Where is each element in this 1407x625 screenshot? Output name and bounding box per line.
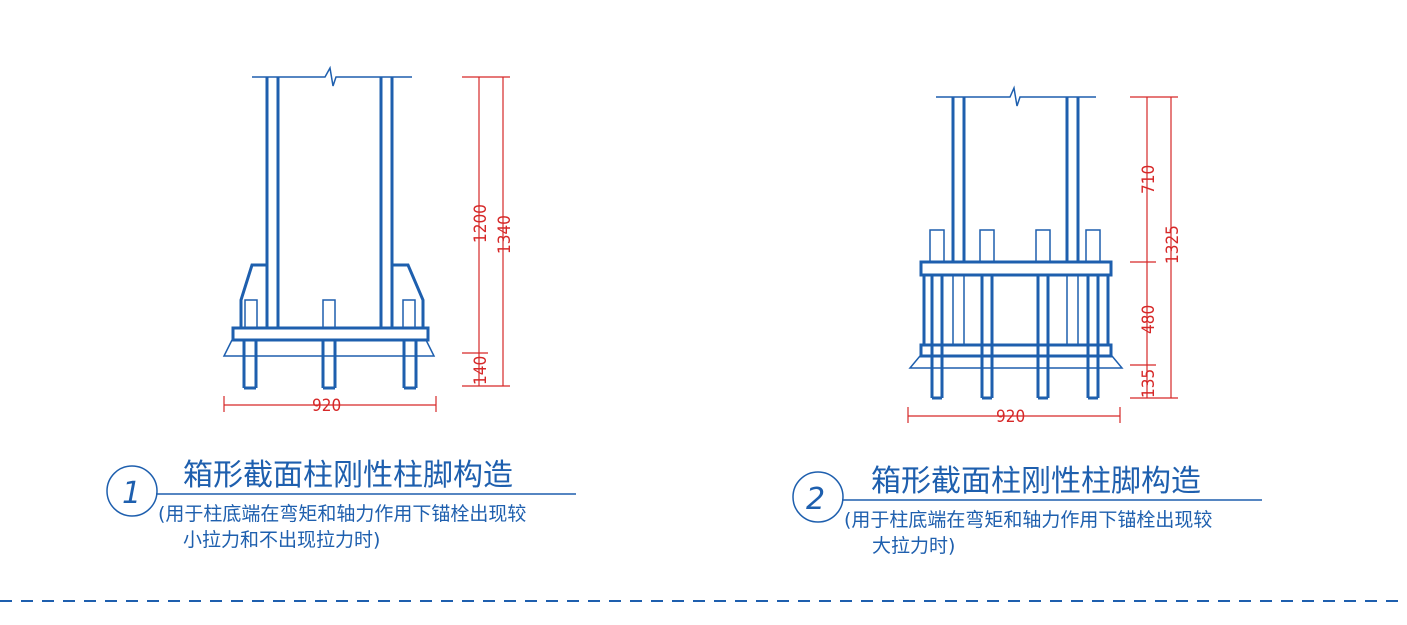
dim-710: 710: [1139, 165, 1159, 194]
dim-920-2: 920: [996, 407, 1025, 427]
detail-note-1b: 小拉力和不出现拉力时): [183, 529, 380, 551]
anchor-bolts-1: [242, 299, 418, 390]
detail-2-label: 2 箱形截面柱刚性柱脚构造 (用于柱底端在弯矩和轴力作用下锚栓出现较 大拉力时): [792, 464, 1262, 557]
detail-2-drawing: 710 1325 480 135 920: [907, 85, 1183, 427]
anchor-bolts-2: [929, 229, 1101, 400]
detail-1-label: 1 箱形截面柱刚性柱脚构造 (用于柱底端在弯矩和轴力作用下锚栓出现较 小拉力和不…: [106, 458, 576, 551]
detail-number-1: 1: [122, 476, 141, 511]
detail-title-2: 箱形截面柱刚性柱脚构造: [871, 464, 1201, 499]
detail-note-1a: (用于柱底端在弯矩和轴力作用下锚栓出现较: [158, 503, 526, 525]
dim-480: 480: [1139, 305, 1159, 334]
dim-1200: 1200: [471, 204, 491, 243]
dim-135: 135: [1139, 369, 1159, 398]
dim-1325: 1325: [1163, 225, 1183, 264]
dim-140: 140: [471, 356, 491, 385]
dimensions-1: [223, 76, 510, 412]
detail-note-2b: 大拉力时): [872, 535, 955, 557]
detail-title-1: 箱形截面柱刚性柱脚构造: [183, 458, 513, 493]
detail-note-2a: (用于柱底端在弯矩和轴力作用下锚栓出现较: [844, 509, 1212, 531]
dim-920: 920: [312, 396, 341, 416]
detail-number-2: 2: [806, 482, 825, 517]
dimensions-2: [907, 96, 1178, 423]
detail-1-drawing: 1200 1340 140 920: [222, 65, 515, 416]
dim-1340: 1340: [495, 215, 515, 254]
